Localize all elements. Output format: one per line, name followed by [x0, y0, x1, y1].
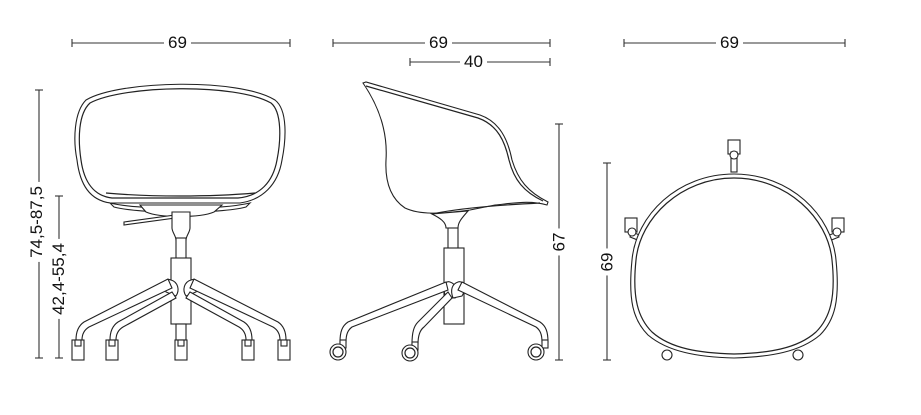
front-width-label: 69 — [164, 34, 191, 52]
side-width-label: 69 — [425, 34, 452, 52]
front-seat-height-label: 42,4-55,4 — [49, 239, 68, 319]
front-castors — [71, 339, 291, 361]
front-total-height-label: 74,5-87,5 — [27, 182, 46, 262]
top-depth-label: 69 — [597, 248, 617, 276]
top-width-label: 69 — [716, 34, 743, 52]
front-view-chair — [71, 83, 291, 361]
side-castors — [329, 339, 549, 362]
side-height-label: 67 — [549, 228, 569, 256]
side-depth-label: 40 — [460, 53, 487, 71]
side-view-chair — [329, 81, 549, 362]
top-castors — [624, 139, 845, 361]
top-view-chair — [624, 139, 845, 361]
